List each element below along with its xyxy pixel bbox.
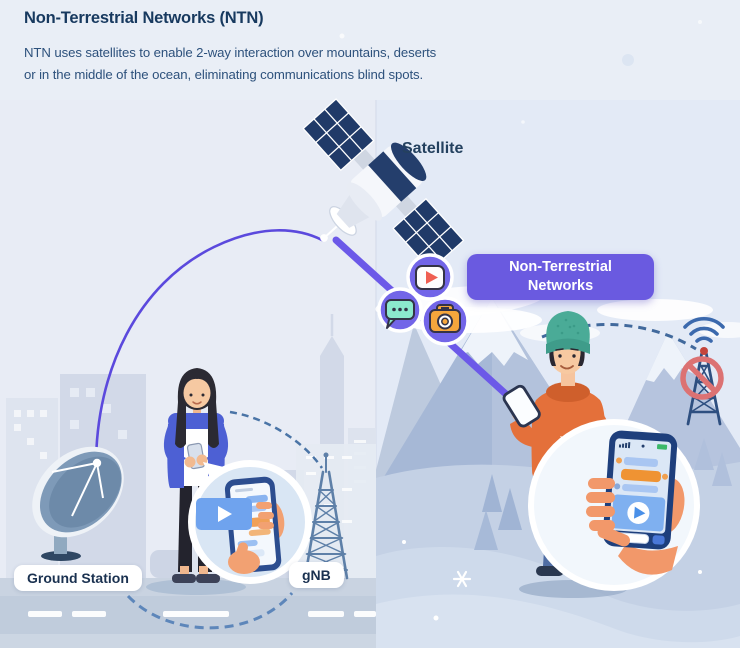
man-phone <box>502 384 541 428</box>
beanie <box>546 311 590 354</box>
phone-callout-left <box>188 460 312 584</box>
chat-icon <box>377 287 423 333</box>
ground-station-dish <box>32 446 124 561</box>
uplink-arc <box>94 229 324 468</box>
callout-phone <box>602 430 678 550</box>
woman-shadow <box>146 579 246 595</box>
subtitle-line-2: or in the middle of the ocean, eliminati… <box>24 66 424 82</box>
page-subtitle: NTN uses satellites to enable 2-way inte… <box>24 42 436 85</box>
wifi-icon <box>683 317 725 343</box>
play-icon <box>406 253 454 301</box>
media-icons <box>377 253 470 346</box>
dashed-link-phone-gnb <box>229 410 324 469</box>
sparkles <box>339 20 702 124</box>
solar-panels <box>302 98 465 271</box>
pine-trees <box>474 438 732 550</box>
no-signal-icon <box>680 356 724 400</box>
ntn-badge: Non-Terrestrial Networks <box>467 254 654 300</box>
ntn-badge-line-2: Networks <box>527 278 594 294</box>
ground-station-label: Ground Station <box>14 565 142 591</box>
road-markings <box>28 611 376 617</box>
subtitle-line-1: NTN uses satellites to enable 2-way inte… <box>24 45 437 60</box>
phone-callout-right <box>528 419 700 591</box>
blocked-tower <box>680 317 725 426</box>
satellite-label: Satellite <box>402 140 464 157</box>
dashed-link-ground <box>126 592 294 630</box>
gnb-label: gNB <box>289 562 344 588</box>
video-thumbnail <box>196 498 252 530</box>
ntn-badge-line-1: Non-Terrestrial <box>509 259 612 276</box>
snowflake-icon <box>452 570 472 588</box>
page-title: Non-Terrestrial Networks (NTN) <box>24 9 264 27</box>
satellite <box>302 98 465 271</box>
camera-icon <box>420 296 470 346</box>
gnb-tower <box>303 452 349 580</box>
